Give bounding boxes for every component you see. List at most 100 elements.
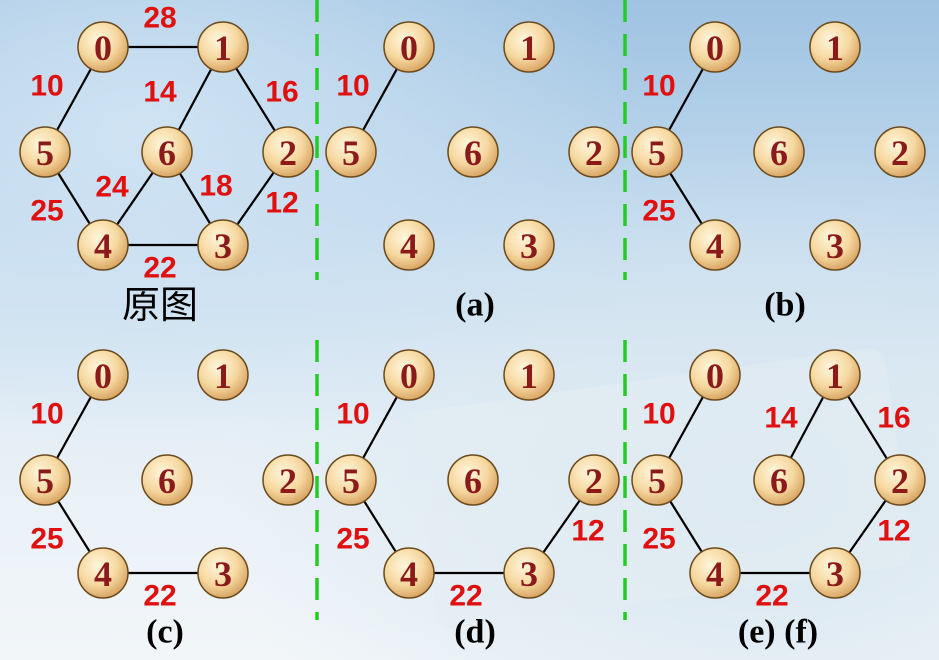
node-label: 6	[158, 133, 176, 173]
edge-weight-label: 12	[571, 515, 604, 548]
graph-node: 5	[325, 126, 377, 178]
node-label: 1	[520, 28, 538, 68]
node-label: 6	[770, 133, 788, 173]
node-circle	[809, 349, 861, 401]
graph-node: 1	[503, 349, 555, 401]
graph-node: 6	[753, 126, 805, 178]
node-label: 1	[826, 28, 844, 68]
graph-node: 3	[197, 219, 249, 271]
graph-node: 2	[874, 126, 926, 178]
node-label: 2	[891, 133, 909, 173]
node-label: 6	[158, 461, 176, 501]
edge-weight-label: 25	[642, 523, 675, 556]
node-circle	[77, 219, 129, 271]
edge-weight-label: 18	[199, 170, 232, 203]
graph-node: 0	[77, 21, 129, 73]
edge-weight-label: 22	[449, 580, 482, 613]
node-label: 0	[400, 356, 418, 396]
node-label: 4	[706, 554, 724, 594]
node-label: 0	[94, 28, 112, 68]
graph-node: 1	[197, 21, 249, 73]
edge-weight-label: 10	[336, 70, 369, 103]
node-label: 1	[520, 356, 538, 396]
graph-node: 4	[77, 219, 129, 271]
graph-node: 3	[503, 547, 555, 599]
node-label: 0	[706, 28, 724, 68]
node-circle	[19, 454, 71, 506]
graph-node: 3	[809, 547, 861, 599]
node-label: 0	[400, 28, 418, 68]
graph-node: 3	[197, 547, 249, 599]
node-circle	[383, 547, 435, 599]
node-label: 5	[648, 461, 666, 501]
node-circle	[874, 126, 926, 178]
node-circle	[447, 454, 499, 506]
graph-node: 1	[809, 349, 861, 401]
node-circle	[77, 547, 129, 599]
node-label: 3	[520, 226, 538, 266]
edge-weight-label: 25	[30, 195, 63, 228]
node-circle	[77, 21, 129, 73]
panel-caption: (e) (f)	[738, 614, 818, 651]
graph-node: 2	[874, 454, 926, 506]
panel-caption: (b)	[764, 287, 806, 324]
graph-node: 5	[631, 454, 683, 506]
node-label: 1	[214, 356, 232, 396]
node-circle	[383, 219, 435, 271]
node-label: 5	[342, 461, 360, 501]
node-label: 5	[648, 133, 666, 173]
edge-weight-label: 12	[877, 515, 910, 548]
graph-node: 6	[447, 126, 499, 178]
node-circle	[753, 454, 805, 506]
graph-node: 6	[447, 454, 499, 506]
graph-node: 2	[262, 454, 314, 506]
edge-weight-label: 25	[642, 195, 675, 228]
node-circle	[809, 547, 861, 599]
graph-node: 5	[325, 454, 377, 506]
edge-weight-label: 25	[336, 523, 369, 556]
graph-node: 6	[141, 126, 193, 178]
graph-node: 3	[503, 219, 555, 271]
node-label: 4	[400, 554, 418, 594]
node-circle	[503, 219, 555, 271]
node-label: 4	[400, 226, 418, 266]
edge-layer	[44, 374, 223, 575]
graph-node: 0	[689, 21, 741, 73]
node-circle	[809, 219, 861, 271]
edge-weight-label: 25	[30, 523, 63, 556]
node-circle	[503, 21, 555, 73]
graph-node: 2	[568, 126, 620, 178]
node-label: 2	[279, 133, 297, 173]
graph-node: 6	[141, 454, 193, 506]
node-circle	[197, 21, 249, 73]
panel-caption: (d)	[454, 614, 496, 651]
node-label: 4	[94, 554, 112, 594]
node-label: 1	[214, 28, 232, 68]
node-circle	[753, 126, 805, 178]
node-circle	[503, 547, 555, 599]
edge-weight-label: 28	[143, 2, 176, 35]
node-label: 5	[36, 133, 54, 173]
edge-weight-label: 22	[143, 252, 176, 285]
node-label: 0	[706, 356, 724, 396]
graph-node: 0	[689, 349, 741, 401]
edge-weight-label: 14	[143, 76, 177, 109]
graph-node: 4	[383, 547, 435, 599]
edge-weight-label: 22	[143, 580, 176, 613]
node-label: 0	[94, 356, 112, 396]
node-circle	[503, 349, 555, 401]
node-circle	[141, 126, 193, 178]
edge-weight-label: 24	[95, 171, 129, 204]
graph-node: 5	[631, 126, 683, 178]
node-circle	[325, 126, 377, 178]
node-layer: 0 12 3 4 5 6	[325, 349, 620, 599]
node-circle	[568, 454, 620, 506]
graph-node: 5	[19, 126, 71, 178]
node-circle	[325, 454, 377, 506]
